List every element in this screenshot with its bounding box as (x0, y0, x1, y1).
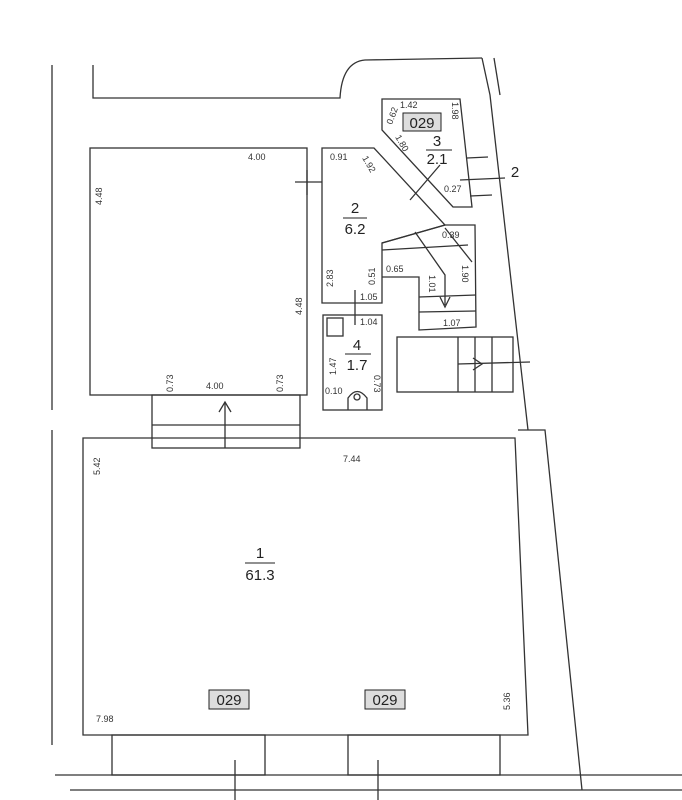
dim: 1.07 (443, 318, 461, 328)
code-bottom-left: 029 (216, 692, 241, 709)
room-upper-left (89, 147, 308, 396)
storefront-left (111, 734, 266, 776)
dim: 4.48 (94, 187, 104, 205)
storefront-right (347, 734, 501, 776)
code-bottom-right: 029 (372, 692, 397, 709)
code-room3: 029 (409, 115, 434, 132)
dim: 1.42 (400, 100, 418, 110)
room-4-area: 1.7 (347, 357, 368, 374)
room-3-area: 2.1 (427, 151, 448, 168)
dim: 4.00 (248, 152, 266, 162)
dim: 4.48 (294, 297, 304, 315)
dim: 5.36 (502, 692, 512, 710)
dim: 0.10 (325, 386, 343, 396)
dim: 0.62 (384, 106, 399, 126)
stairs (381, 224, 477, 331)
dim: 0.65 (386, 264, 404, 274)
dim: 2.83 (325, 269, 335, 287)
dim: 5.42 (92, 457, 102, 475)
landing (396, 336, 531, 393)
dim: 1.04 (360, 317, 378, 327)
dim: 1.47 (328, 357, 338, 375)
room-2-area: 6.2 (345, 221, 366, 238)
room-2-number: 2 (351, 200, 359, 217)
room-2 (321, 147, 447, 304)
dim: 0.27 (444, 184, 462, 194)
room-1-area: 61.3 (245, 567, 274, 584)
dim: 0.39 (442, 230, 460, 240)
dim: 0.91 (330, 152, 348, 162)
dim: 1.98 (450, 102, 460, 120)
dim: 0.73 (165, 374, 175, 392)
room-3-number: 3 (433, 133, 441, 150)
dim: 0.51 (367, 267, 377, 285)
dim: 0.73 (275, 374, 285, 392)
room-3 (381, 98, 473, 208)
room-4-number: 4 (353, 337, 361, 354)
room-4 (322, 290, 383, 411)
dimensions: 4.00 4.48 4.48 0.73 4.00 0.73 5.42 7.44 … (92, 100, 512, 724)
dim: 1.90 (460, 265, 470, 283)
dim: 1.92 (360, 154, 377, 174)
callout-label: 2 (511, 164, 519, 181)
dim: 1.05 (360, 292, 378, 302)
dim: 4.00 (206, 381, 224, 391)
dim: 7.44 (343, 454, 361, 464)
dim: 0.73 (372, 375, 382, 393)
dim: 1.01 (427, 275, 437, 293)
room-1 (82, 437, 529, 736)
dim: 1.80 (393, 133, 410, 153)
doorway (151, 394, 301, 449)
dim: 7.98 (96, 714, 114, 724)
room-1-number: 1 (256, 545, 264, 562)
